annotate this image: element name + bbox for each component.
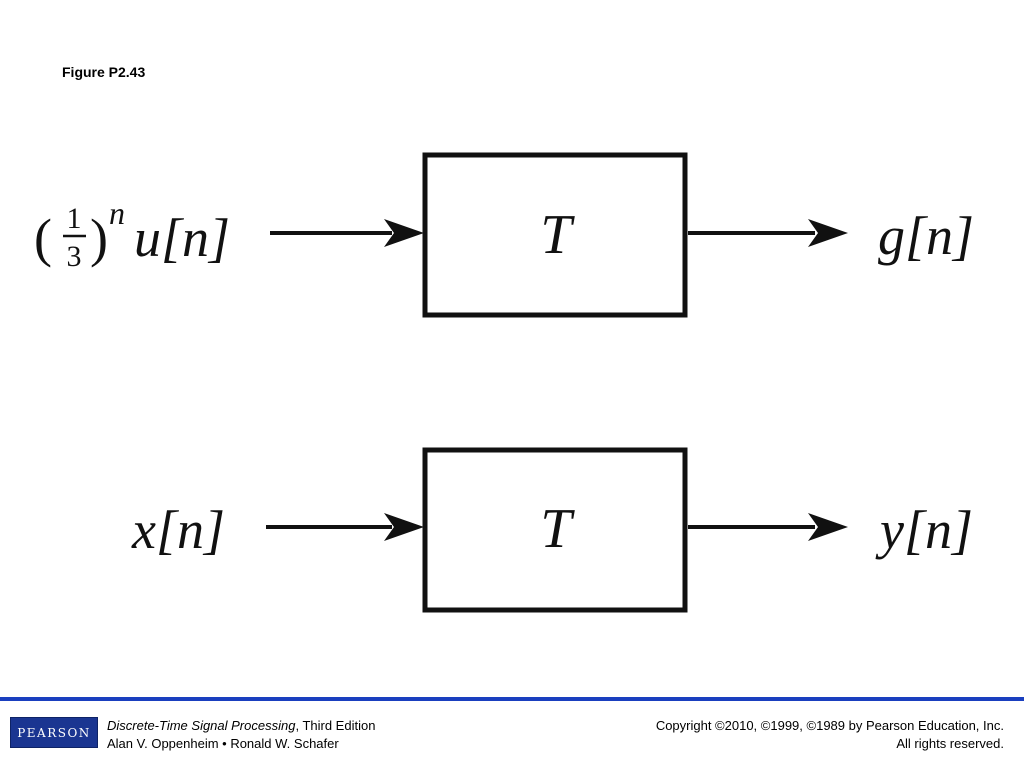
top-input-step: u[n]	[134, 208, 230, 268]
top-system-label: T	[540, 204, 575, 266]
top-output-arrowhead	[808, 219, 848, 247]
bottom-system-block	[422, 447, 688, 613]
rights-line: All rights reserved.	[896, 736, 1004, 751]
book-title-line: Discrete-Time Signal Processing, Third E…	[107, 717, 375, 735]
top-input-open-paren: (	[34, 208, 52, 268]
top-system-block	[422, 152, 688, 318]
top-input-arrowhead	[384, 219, 424, 247]
book-title: Discrete-Time Signal Processing	[107, 718, 296, 733]
block-diagram: ( 1 3 ) n u[n] T g[n] x[n] T	[34, 152, 974, 613]
footer-divider	[0, 697, 1024, 701]
bottom-system: x[n] T y[n]	[131, 447, 973, 613]
bottom-output-arrowhead	[808, 513, 848, 541]
bottom-input-signal: x[n]	[131, 500, 225, 560]
top-system: ( 1 3 ) n u[n] T g[n]	[34, 152, 974, 318]
figure-label: Figure P2.43	[62, 64, 146, 80]
book-citation: Discrete-Time Signal Processing, Third E…	[107, 717, 375, 753]
bottom-system-label: T	[540, 498, 575, 560]
book-authors: Alan V. Oppenheim • Ronald W. Schafer	[107, 736, 339, 751]
top-input-exponent: n	[109, 195, 125, 231]
top-input-signal: ( 1 3 ) n u[n]	[34, 195, 230, 273]
pearson-logo: PEARSON	[10, 717, 98, 748]
top-input-numerator: 1	[67, 202, 82, 235]
bottom-output-signal: y[n]	[875, 500, 973, 560]
copyright-line: Copyright ©2010, ©1999, ©1989 by Pearson…	[655, 718, 1004, 733]
book-edition: , Third Edition	[295, 718, 376, 733]
top-output-signal: g[n]	[878, 206, 974, 266]
top-input-close-paren: )	[90, 208, 108, 268]
top-input-denominator: 3	[67, 240, 82, 273]
bottom-input-arrowhead	[384, 513, 424, 541]
copyright-notice: Copyright ©2010, ©1999, ©1989 by Pearson…	[656, 717, 1004, 753]
